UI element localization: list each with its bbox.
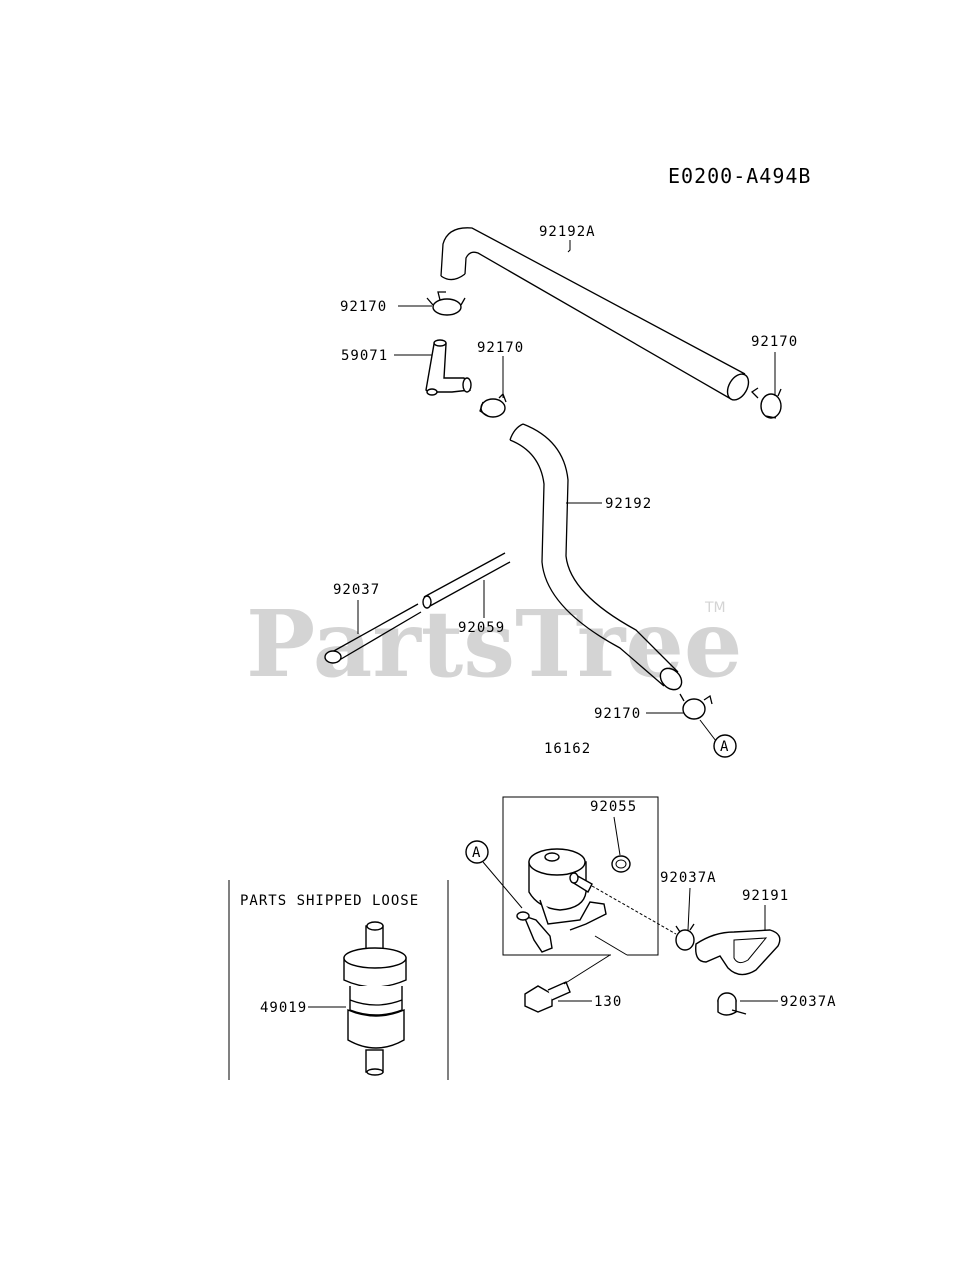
pump-hose-leader: [591, 885, 677, 935]
diagram-code: E0200-A494B: [668, 164, 811, 188]
o-ring-92055[interactable]: [611, 855, 631, 873]
fitting-59071[interactable]: [425, 339, 472, 396]
label-92191: 92191: [742, 888, 789, 904]
clamp-92037a-lower[interactable]: [717, 992, 747, 1016]
clamp-92170-bottom[interactable]: [679, 693, 713, 720]
hose-92192a[interactable]: [440, 227, 753, 404]
label-92170-mid: 92170: [477, 340, 524, 356]
label-92059: 92059: [458, 620, 505, 636]
label-92192a: 92192A: [539, 224, 596, 240]
clamp-92037a-upper[interactable]: [675, 923, 695, 951]
hose-92192[interactable]: [509, 423, 686, 694]
fuel-pump-box: [502, 796, 659, 956]
label-92055: 92055: [590, 799, 637, 815]
callout-a-top: A: [699, 719, 737, 758]
fuel-filter-49019[interactable]: [343, 921, 407, 1076]
part-labels: 92192A 92170 59071 92170 92170 92192 920…: [260, 224, 837, 1016]
fuel-pump-16162[interactable]: [516, 848, 607, 953]
callout-a-top-label: A: [720, 739, 729, 755]
label-92192: 92192: [605, 496, 652, 512]
tube-92059[interactable]: [422, 552, 511, 609]
clamp-92170-mid[interactable]: [479, 392, 507, 418]
hose-92191[interactable]: [695, 929, 781, 976]
label-92170-top: 92170: [340, 299, 387, 315]
parts-shipped-loose-box: PARTS SHIPPED LOOSE: [228, 880, 449, 1080]
clamp-92170-top[interactable]: [426, 291, 466, 316]
label-49019: 49019: [260, 1000, 307, 1016]
label-92037a-upper: 92037A: [660, 870, 717, 886]
label-92037: 92037: [333, 582, 380, 598]
label-92037a-lower: 92037A: [780, 994, 837, 1010]
label-130: 130: [594, 994, 622, 1010]
watermark-text: PartsTree: [246, 590, 742, 698]
callout-a-bottom-label: A: [472, 845, 481, 861]
watermark-trademark: TM: [704, 600, 726, 616]
label-59071: 59071: [341, 348, 388, 364]
label-16162: 16162: [544, 741, 591, 757]
loose-box-title: PARTS SHIPPED LOOSE: [240, 893, 419, 909]
label-92170-right: 92170: [751, 334, 798, 350]
clamp-92170-right[interactable]: [750, 387, 782, 419]
wire-92037[interactable]: [324, 603, 422, 664]
bolt-130[interactable]: [524, 935, 628, 1013]
label-92170-bottom: 92170: [594, 706, 641, 722]
callout-a-bottom: A: [465, 840, 523, 909]
